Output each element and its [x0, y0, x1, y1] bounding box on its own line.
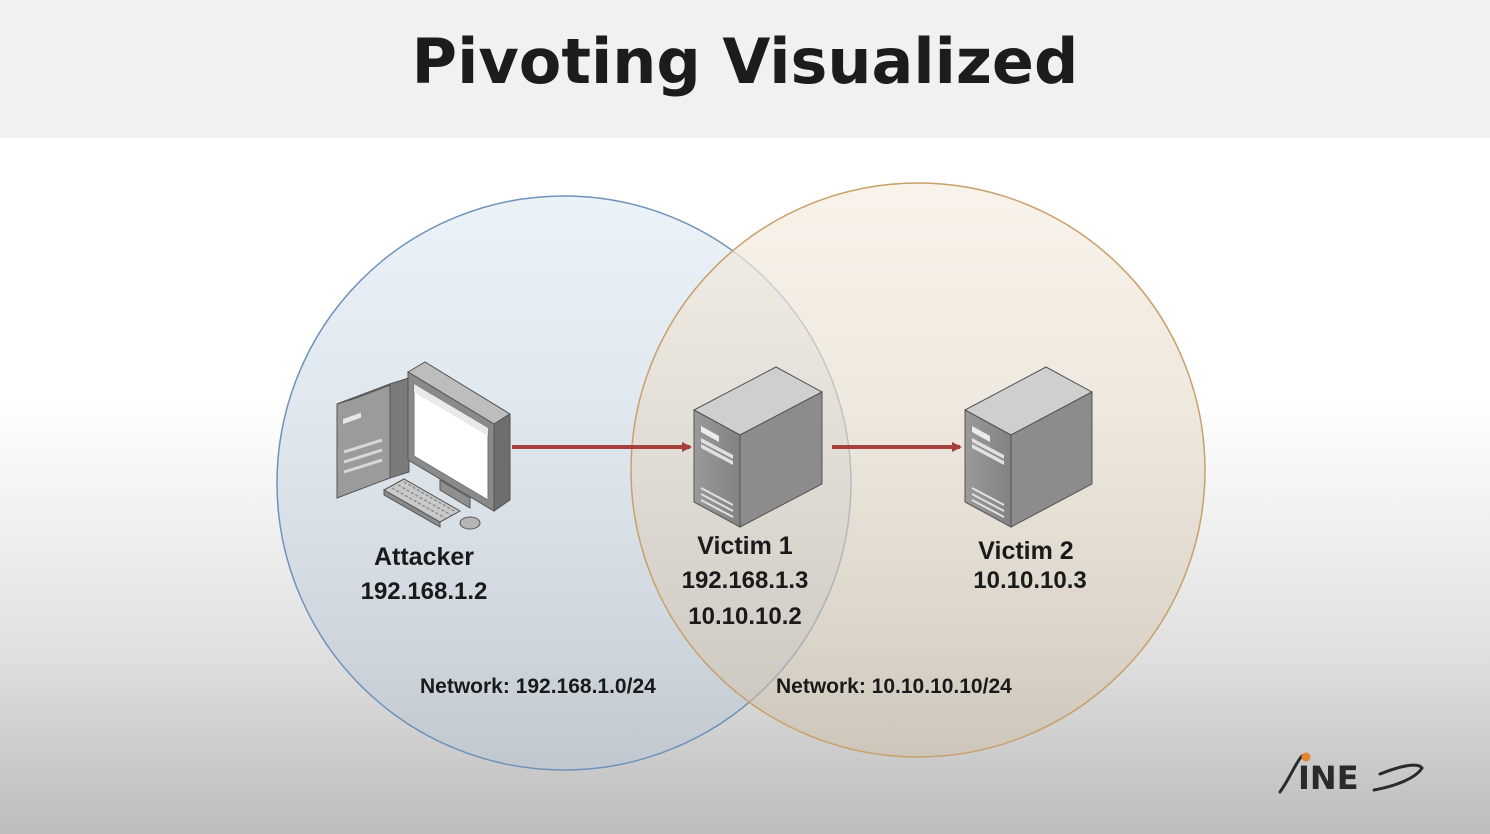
logo-text: INE — [1298, 759, 1359, 796]
attacker-label: Attacker — [373, 543, 475, 571]
server-icon — [692, 366, 824, 528]
victim1-label: Victim 1 — [697, 532, 793, 560]
network-label-right: Network: 10.10.10.10/24 — [776, 675, 1012, 698]
workstation-icon — [336, 361, 511, 530]
ine-logo: INE — [1278, 752, 1424, 796]
network-circle-right — [630, 182, 1206, 758]
victim1-ip-secondary: 10.10.10.2 — [688, 603, 802, 630]
title-bar: Pivoting Visualized — [0, 0, 1490, 138]
victim2-label: Victim 2 — [978, 537, 1074, 565]
attacker-ip: 192.168.1.2 — [360, 578, 488, 605]
page-title: Pivoting Visualized — [411, 25, 1079, 98]
server-icon — [963, 366, 1094, 528]
victim2-ip: 10.10.10.3 — [973, 567, 1087, 594]
victim1-ip-primary: 192.168.1.3 — [681, 567, 809, 594]
network-label-left: Network: 192.168.1.0/24 — [420, 675, 656, 698]
